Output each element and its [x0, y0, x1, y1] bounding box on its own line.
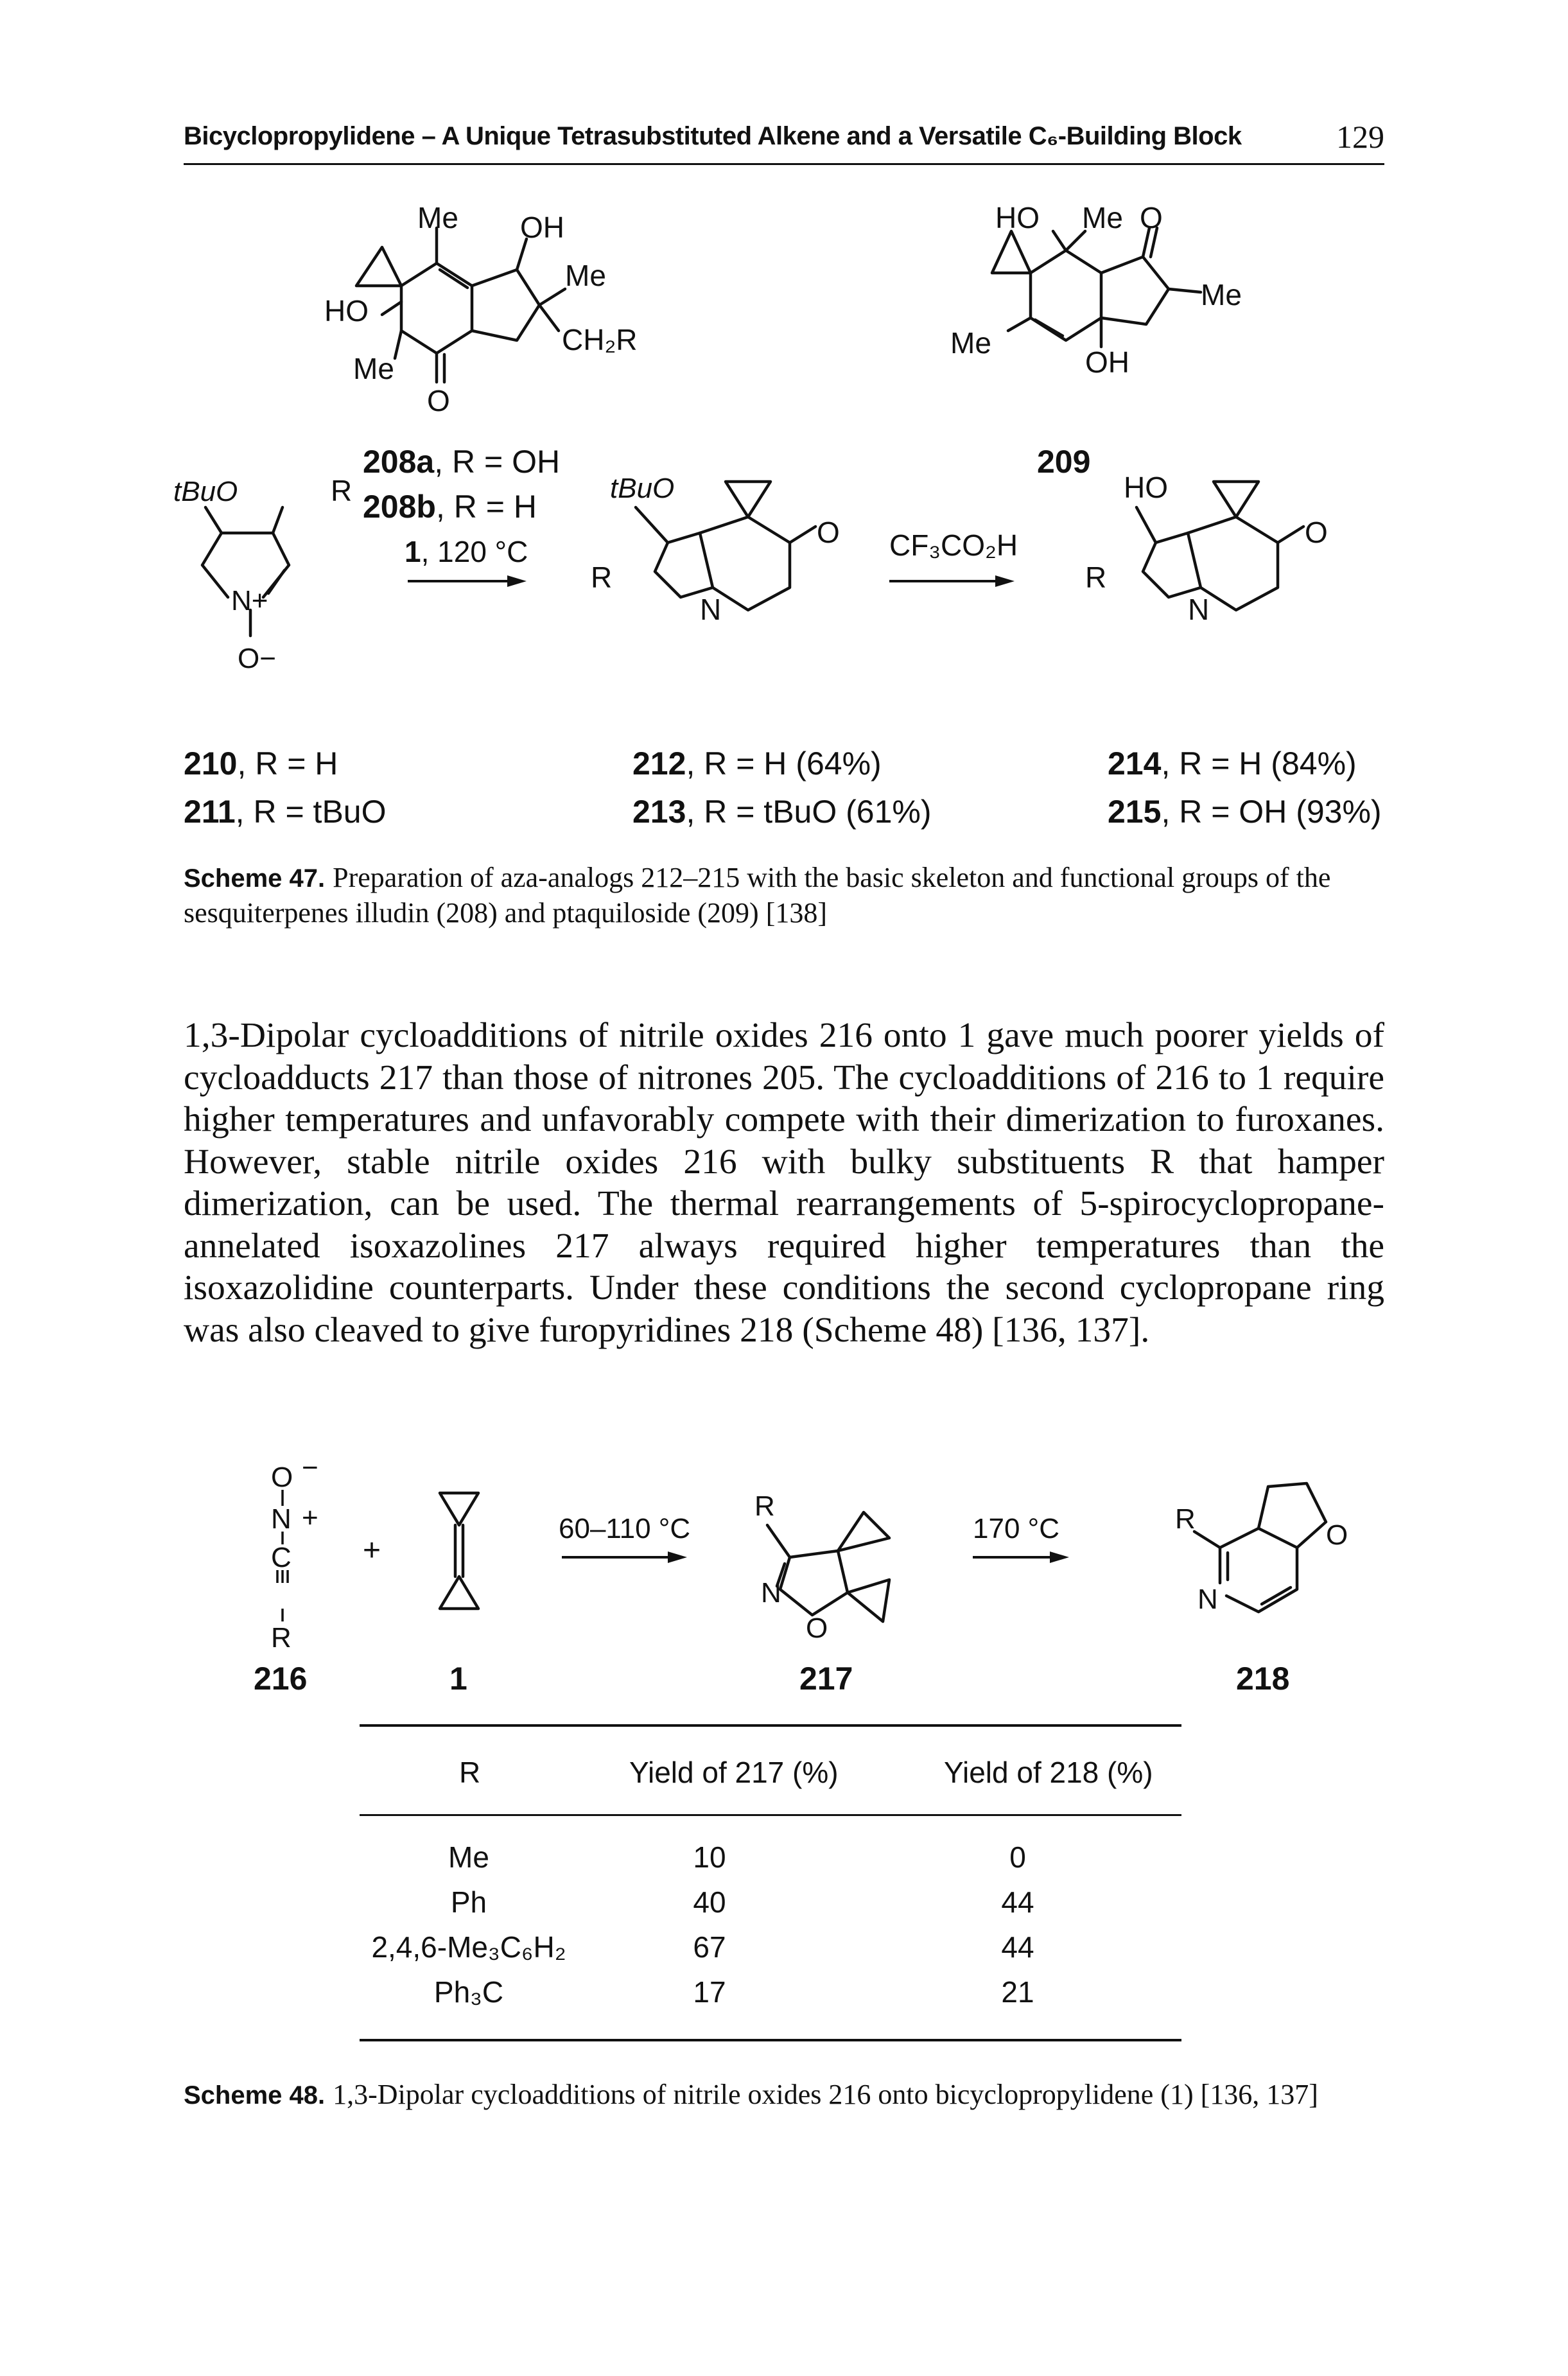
table-header-r: R	[459, 1756, 481, 1789]
svg-text:HO: HO	[1124, 471, 1168, 504]
svg-text:HO: HO	[995, 201, 1040, 234]
svg-text:R: R	[1175, 1503, 1196, 1535]
scheme-48-structures: O − N + C R + 60–110 °C	[271, 1452, 1348, 1654]
svg-text:1, 120 °C: 1, 120 °C	[405, 535, 528, 568]
table-header-rule	[360, 1814, 1181, 1816]
svg-text:+: +	[302, 1502, 318, 1533]
scheme-48: O − N + C R + 60–110 °C	[0, 1451, 1568, 2222]
table-header-yield-218: Yield of 218 (%)	[944, 1756, 1153, 1789]
svg-text:R: R	[754, 1490, 775, 1522]
svg-text:Me: Me	[353, 352, 394, 385]
svg-text:O: O	[427, 384, 450, 417]
svg-text:O: O	[806, 1612, 828, 1644]
structure-209	[990, 226, 1203, 349]
svg-text:O−: O−	[238, 643, 276, 674]
svg-text:R: R	[1085, 561, 1106, 594]
svg-text:CH₂R: CH₂R	[562, 323, 638, 356]
label-213: 213, R = tBuO (61%)	[632, 794, 932, 830]
label-210: 210, R = H	[184, 746, 338, 782]
svg-text:R: R	[271, 1622, 292, 1654]
svg-text:O: O	[1326, 1519, 1348, 1551]
label-216: 216	[254, 1661, 308, 1697]
svg-text:Me: Me	[950, 326, 991, 360]
svg-text:Me: Me	[417, 201, 458, 234]
svg-text:N: N	[1198, 1584, 1218, 1615]
structure-208	[354, 226, 567, 384]
label-214: 214, R = H (84%)	[1108, 746, 1357, 782]
svg-text:tBuO: tBuO	[610, 473, 674, 504]
structure-212	[634, 480, 817, 612]
svg-text:−: −	[302, 1452, 318, 1483]
label-212: 212, R = H (64%)	[632, 746, 882, 782]
scheme-47-caption: Scheme 47.Preparation of aza-analogs 212…	[184, 862, 1331, 929]
svg-text:N: N	[700, 593, 721, 626]
header-rule	[184, 163, 1384, 165]
scheme-48-caption: Scheme 48.1,3-Dipolar cycloadditions of …	[184, 2079, 1318, 2110]
label-211: 211, R = tBuO	[184, 794, 387, 830]
scheme-47: Me OH Me CH₂R HO Me O HO Me	[0, 193, 1568, 950]
label-217: 217	[799, 1661, 853, 1697]
table-top-rule	[360, 1724, 1181, 1727]
label-218: 218	[1236, 1661, 1290, 1697]
svg-text:170 °C: 170 °C	[973, 1513, 1059, 1544]
structure-1	[438, 1491, 480, 1611]
running-title: Bicyclopropylidene – A Unique Tetrasubst…	[184, 122, 1242, 150]
label-1: 1	[449, 1661, 467, 1697]
svg-text:O: O	[271, 1462, 293, 1493]
page-number: 129	[1336, 119, 1384, 155]
structure-214	[1135, 480, 1305, 612]
svg-text:HO: HO	[324, 294, 369, 328]
svg-text:R: R	[331, 474, 352, 507]
svg-text:N+: N+	[231, 585, 268, 616]
svg-text:O: O	[1140, 201, 1163, 234]
structure-216	[276, 1490, 289, 1621]
svg-text:OH: OH	[520, 211, 564, 244]
svg-text:N: N	[1188, 593, 1209, 626]
svg-text:OH: OH	[1085, 345, 1129, 379]
label-209: 209	[1037, 444, 1091, 480]
structure-217	[765, 1510, 891, 1623]
label-215: 215, R = OH (93%)	[1108, 794, 1382, 830]
svg-text:O: O	[1305, 516, 1328, 549]
svg-text:O: O	[817, 516, 840, 549]
svg-text:tBuO: tBuO	[173, 476, 238, 507]
svg-text:N: N	[271, 1503, 292, 1535]
label-208a: 208a, R = OH	[363, 444, 561, 480]
table-bottom-rule	[360, 2039, 1181, 2041]
scheme-47-structures: Me OH Me CH₂R HO Me O HO Me	[173, 201, 1328, 674]
table-header-yield-217: Yield of 217 (%)	[629, 1756, 839, 1789]
svg-text:Me: Me	[1201, 278, 1242, 311]
svg-text:C: C	[271, 1542, 292, 1573]
svg-text:CF₃CO₂H: CF₃CO₂H	[889, 528, 1018, 562]
svg-text:+: +	[363, 1533, 381, 1568]
body-paragraph: 1,3-Dipolar cycloadditions of nitrile ox…	[184, 1016, 1384, 1350]
structure-218	[1192, 1481, 1328, 1614]
svg-text:R: R	[591, 561, 612, 594]
svg-text:Me: Me	[565, 259, 606, 292]
label-208b: 208b, R = H	[363, 489, 537, 525]
structure-210	[200, 505, 291, 638]
svg-text:Me: Me	[1082, 201, 1123, 234]
svg-text:60–110 °C: 60–110 °C	[559, 1513, 690, 1544]
svg-text:N: N	[761, 1577, 781, 1609]
